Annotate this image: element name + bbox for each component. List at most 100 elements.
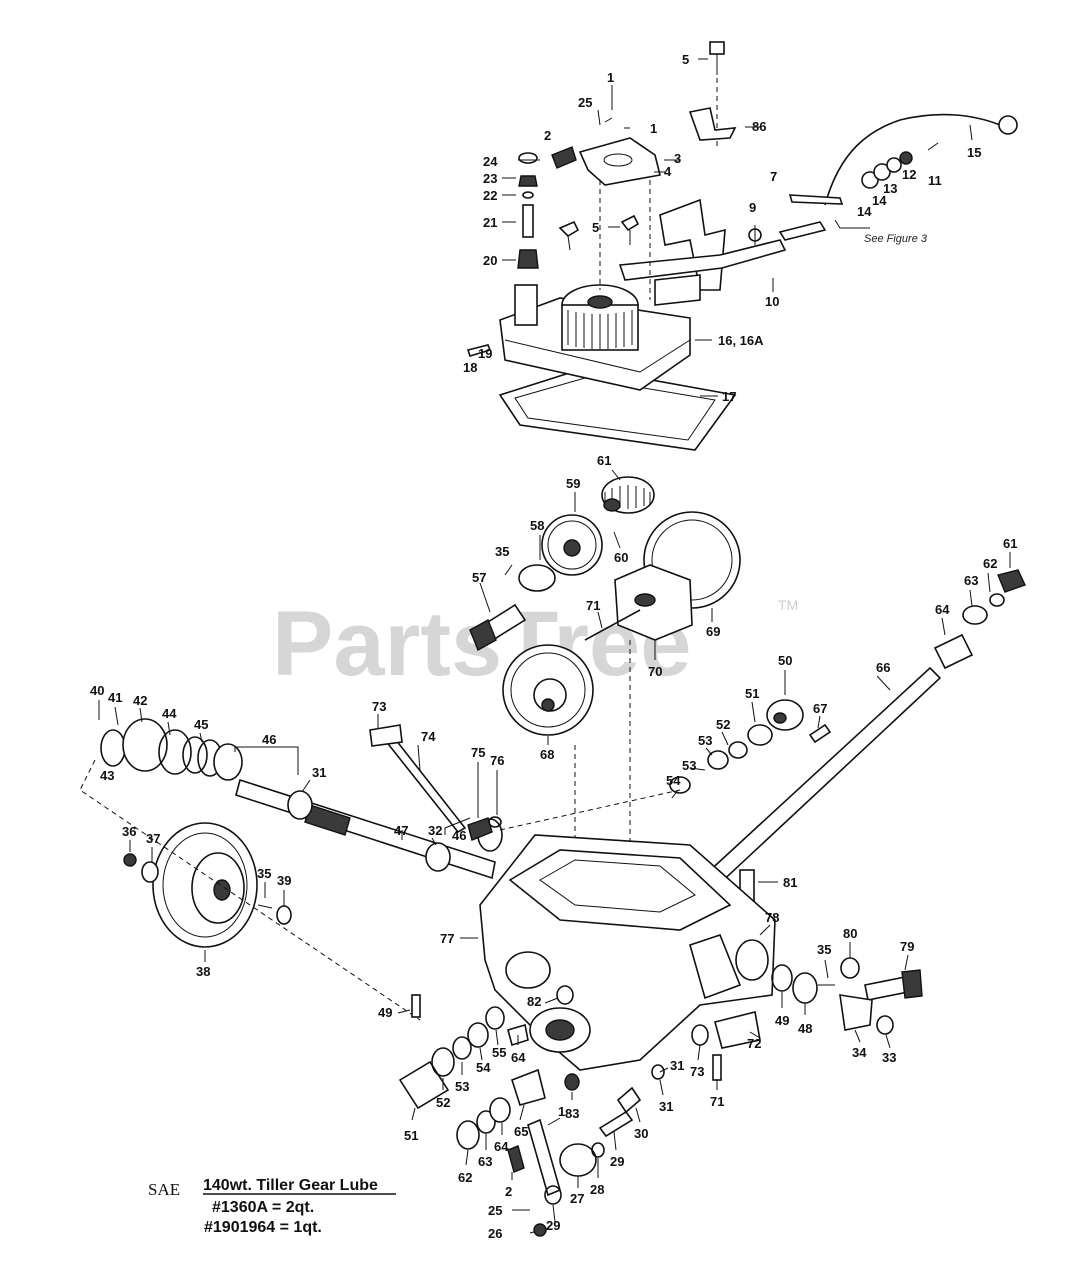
label-7: 7	[770, 169, 777, 184]
label-25-top: 25	[578, 95, 592, 110]
label-55-lower: 55	[492, 1045, 506, 1060]
label-26: 26	[488, 1226, 502, 1241]
leader-53a	[721, 731, 729, 746]
leader-34	[854, 1029, 861, 1043]
shift-fork-74	[369, 724, 403, 747]
label-31-upper: 31	[670, 1058, 684, 1073]
leader-54-lower	[479, 1047, 483, 1061]
nut-83-upper	[556, 985, 574, 1005]
label-2-top: 2	[544, 128, 551, 143]
label-64-top: 64	[935, 602, 950, 617]
pin-50	[411, 994, 421, 1018]
washer-28	[591, 1142, 605, 1158]
gear-train	[469, 476, 741, 905]
input-shaft-assembly	[79, 718, 681, 1021]
washer-73	[691, 1024, 709, 1046]
label-10: 10	[765, 294, 779, 309]
label-64-lower: 65	[514, 1124, 528, 1139]
label-57: 58	[530, 518, 544, 533]
gear-67-bore	[541, 698, 555, 712]
lube-line2: #1901964 = 1qt.	[204, 1219, 322, 1236]
label-66: 67	[813, 701, 827, 716]
label-53b: 53	[682, 758, 696, 773]
cover-gear-teeth	[567, 310, 633, 349]
leader-32a	[301, 779, 311, 793]
shaft-21	[522, 204, 534, 238]
label-51-lower: 51	[404, 1128, 418, 1143]
label-82: 81	[783, 875, 797, 890]
lower-left-hardware	[398, 985, 665, 1237]
label-45: 45	[194, 717, 208, 732]
leader-56	[479, 582, 491, 613]
gear-58-hub	[563, 539, 581, 557]
callout-leaders	[98, 58, 1011, 1234]
leader-33	[885, 1034, 891, 1049]
bearing-32b	[425, 842, 451, 872]
label-85: 86	[752, 119, 766, 134]
label-73: 73	[690, 1064, 704, 1079]
leader-72	[749, 1031, 761, 1039]
label-58: 59	[566, 476, 580, 491]
label-32b: 32	[428, 823, 442, 838]
cover-post	[514, 284, 538, 326]
nut-61	[997, 569, 1026, 593]
leader-51-lower	[411, 1107, 416, 1121]
pinion-56-teeth	[469, 619, 497, 651]
washer-14b	[873, 163, 891, 181]
spring-2-top	[551, 146, 577, 169]
seal-63	[962, 605, 988, 625]
screw-26	[533, 1223, 547, 1237]
label-27: 27	[570, 1191, 584, 1206]
bearing-43	[100, 729, 126, 767]
label-37: 37	[146, 831, 160, 846]
leader-31-lower	[659, 1079, 664, 1096]
label-1-top: 1	[607, 70, 614, 85]
label-1-lower: 1	[558, 1104, 565, 1119]
label-83-upper: 82	[527, 994, 541, 1009]
ring-62	[989, 593, 1005, 607]
leader-66	[817, 715, 821, 729]
label-35-left: 35	[257, 866, 271, 881]
label-54-top: 53	[698, 733, 712, 748]
knob-27	[559, 1143, 597, 1177]
bearing-51-bore	[773, 712, 787, 724]
pulley-38-groove	[162, 832, 248, 938]
leader-29-lower	[552, 1204, 556, 1223]
main-housing-78	[479, 834, 776, 1071]
leader-25-top	[597, 109, 601, 126]
label-47: 47	[394, 823, 408, 838]
screw-31	[651, 1064, 665, 1080]
cover-plate-edge	[504, 339, 691, 373]
label-46-mid: 46	[452, 828, 466, 843]
gear-60-hub	[603, 498, 621, 512]
gear-60-teeth	[604, 485, 651, 509]
label-35-right: 35	[817, 942, 831, 957]
label-39: 39	[277, 873, 291, 888]
leader-59	[613, 531, 621, 549]
leader-15	[969, 124, 973, 141]
cover-plate-4-hole	[603, 153, 633, 167]
label-1-mid: 1	[650, 121, 657, 136]
washer-13	[886, 157, 902, 173]
leader-61-lower	[465, 1149, 469, 1166]
nut-23	[518, 175, 538, 187]
label-24: 24	[483, 154, 498, 169]
label-69: 70	[648, 664, 662, 679]
label-11: 11	[928, 173, 942, 188]
label-13: 13	[883, 181, 897, 196]
leader-31-upper	[659, 1067, 669, 1073]
lube-title: 140wt. Tiller Gear Lube	[203, 1177, 378, 1194]
label-52-top: 51	[745, 686, 759, 701]
label-78: 77	[440, 931, 454, 946]
label-28: 28	[590, 1182, 604, 1197]
leader-62	[987, 572, 991, 593]
leader-53b	[689, 767, 706, 771]
see-figure-note: See Figure 3	[864, 233, 928, 245]
label-51-top: 50	[778, 653, 792, 668]
label-50: 49	[378, 1005, 392, 1020]
bolt-5-head	[709, 41, 725, 55]
ring-62-lower	[476, 1110, 496, 1134]
label-83-lower: 83	[565, 1106, 579, 1121]
bolt-5a-shank	[567, 235, 571, 251]
